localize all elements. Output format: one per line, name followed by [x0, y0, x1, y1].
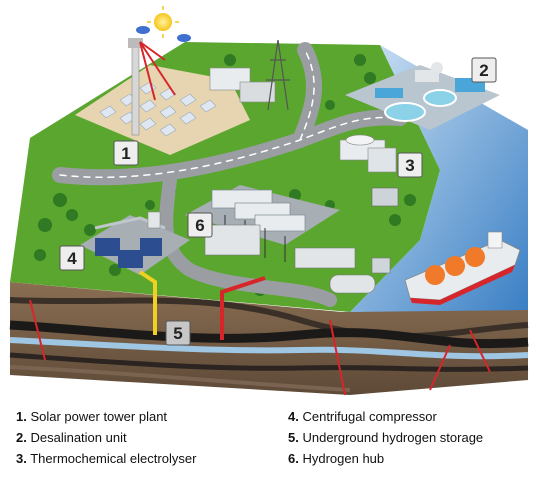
- legend-label: Thermochemical electrolyser: [30, 451, 197, 466]
- legend-item: 3. Thermochemical electrolyser: [16, 448, 196, 469]
- legend-left-column: 1. Solar power tower plant 2. Desalinati…: [16, 406, 196, 469]
- marker-3-label: 3: [405, 156, 414, 175]
- legend-item: 5. Underground hydrogen storage: [288, 427, 483, 448]
- legend-number: 4.: [288, 409, 299, 424]
- roads: [52, 42, 408, 307]
- desalination-unit: [345, 62, 500, 130]
- legend-item: 2. Desalination unit: [16, 427, 196, 448]
- thermochemical-electrolyser: [339, 134, 399, 207]
- marker-6: 6: [187, 212, 213, 238]
- sun-icon: [147, 6, 179, 38]
- marker-4: 4: [59, 245, 85, 271]
- lng-ship: [404, 231, 521, 305]
- legend-number: 5.: [288, 430, 299, 445]
- pipes: [138, 270, 266, 340]
- cloud-icon: [136, 26, 191, 42]
- marker-2: 2: [471, 57, 497, 83]
- marker-3: 3: [397, 152, 423, 178]
- legend-item: 4. Centrifugal compressor: [288, 406, 483, 427]
- legend-number: 1.: [16, 409, 27, 424]
- sea: [350, 45, 528, 312]
- legend-number: 3.: [16, 451, 27, 466]
- legend-label: Desalination unit: [30, 430, 127, 445]
- marker-1: 1: [113, 140, 139, 166]
- legend-item: 1. Solar power tower plant: [16, 406, 196, 427]
- legend-number: 2.: [16, 430, 27, 445]
- marker-2-label: 2: [479, 61, 488, 80]
- legend-right-column: 4. Centrifugal compressor 5. Underground…: [288, 406, 483, 469]
- marker-5: 5: [165, 320, 191, 346]
- marker-1-label: 1: [121, 144, 130, 163]
- underground-layers: [9, 282, 529, 395]
- hydrogen-system-illustration: 1 2 3 4 5 6: [9, 6, 529, 395]
- centrifugal-compressor: [80, 211, 190, 275]
- hydrogen-hub: [185, 185, 391, 294]
- legend-item: 6. Hydrogen hub: [288, 448, 483, 469]
- legend-label: Hydrogen hub: [302, 451, 385, 466]
- legend-label: Underground hydrogen storage: [302, 430, 484, 445]
- marker-5-label: 5: [173, 324, 182, 343]
- solar-power-tower-plant: [75, 38, 290, 155]
- legend-number: 6.: [288, 451, 299, 466]
- marker-4-label: 4: [67, 249, 77, 268]
- legend-label: Centrifugal compressor: [302, 409, 437, 424]
- marker-6-label: 6: [195, 216, 204, 235]
- legend-label: Solar power tower plant: [30, 409, 168, 424]
